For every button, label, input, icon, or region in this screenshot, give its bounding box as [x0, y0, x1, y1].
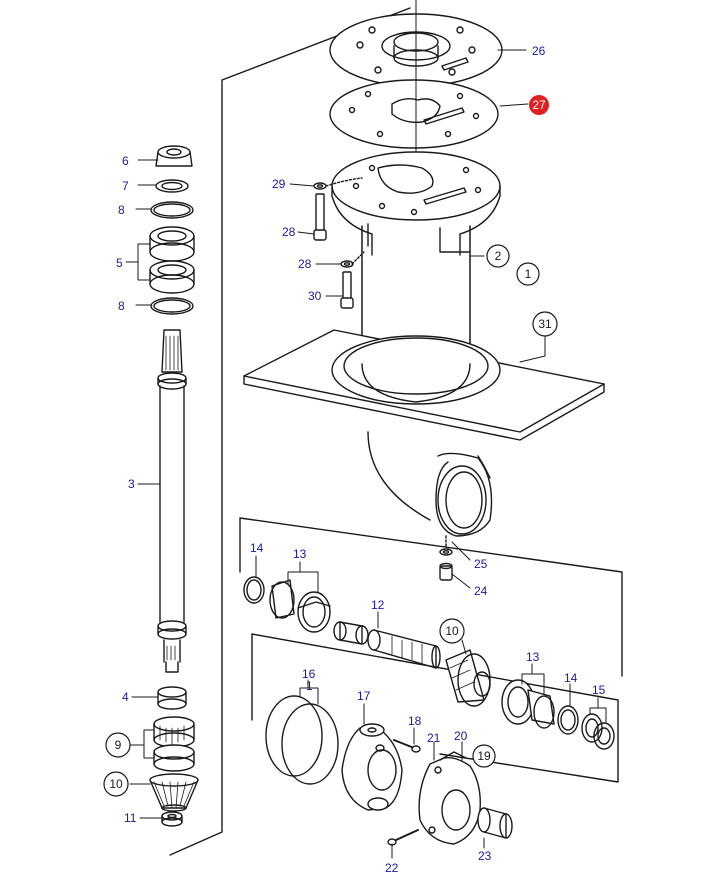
- callout-circle-19: [472, 744, 496, 768]
- nut-6: [155, 145, 193, 167]
- part-label-5: 5: [116, 256, 123, 270]
- bearing-5-lower: [149, 260, 195, 294]
- part-label-22: 22: [385, 861, 399, 874]
- lower-housing-elbow: [367, 431, 493, 537]
- callout-circle-10-left: [103, 771, 129, 797]
- part-label-15: 15: [592, 683, 606, 697]
- o-ring-8-upper: [150, 201, 194, 219]
- lower-frame-upper: [239, 517, 623, 677]
- part-label-16: 16: [302, 667, 316, 681]
- part-label-6: 6: [122, 154, 129, 168]
- bevel-gear-10-left: [149, 773, 199, 812]
- o-ring-14-left: [243, 576, 265, 604]
- callout-circle-2: [486, 244, 510, 268]
- part-label-23: 23: [478, 849, 492, 863]
- part-label-19: 19: [477, 749, 491, 763]
- o-ring-16: [265, 695, 339, 785]
- part-label-2: 2: [495, 249, 502, 263]
- part-label-1-lower: 1: [306, 679, 313, 693]
- part-label-30: 30: [308, 289, 322, 303]
- part-label-14-left: 14: [250, 541, 264, 555]
- bearing-5-upper: [149, 226, 195, 262]
- part-label-8-upper: 8: [118, 203, 125, 217]
- o-ring-14-right: [557, 705, 579, 735]
- part-label-25: 25: [474, 557, 488, 571]
- washer-7: [155, 179, 189, 193]
- shaft-12: [333, 621, 441, 669]
- part-label-27: 27: [532, 98, 546, 112]
- part-label-31: 31: [538, 317, 552, 331]
- part-label-13-right: 13: [526, 650, 540, 664]
- part-label-28-lower: 28: [298, 257, 312, 271]
- callout-circle-27-highlight: [529, 95, 549, 115]
- part-label-1: 1: [525, 267, 532, 281]
- bushing-23: [477, 807, 513, 839]
- part-label-17: 17: [357, 689, 371, 703]
- part-label-26: 26: [532, 44, 546, 58]
- shim-15: [581, 713, 615, 750]
- part-label-29: 29: [272, 177, 286, 191]
- screw-22: [387, 829, 419, 846]
- bearing-housing-17: [341, 723, 403, 811]
- nut-11: [161, 811, 183, 827]
- callout-circle-10-right: [439, 618, 465, 644]
- bearing-9-lower: [153, 744, 195, 772]
- screw-18: [393, 739, 421, 753]
- part-label-7: 7: [122, 179, 129, 193]
- bearing-13-left: [269, 579, 331, 633]
- part-label-21: 21: [427, 731, 441, 745]
- callout-circle-31: [532, 311, 558, 337]
- part-label-8-lower: 8: [118, 299, 125, 313]
- bevel-gear-10-right: [445, 649, 491, 707]
- washer-25: [439, 535, 453, 556]
- base-plate-31: [243, 329, 605, 441]
- part-label-14-right: 14: [564, 671, 578, 685]
- part-label-9: 9: [115, 738, 122, 752]
- bolt-24: [439, 562, 453, 581]
- washer-28-lower: [340, 251, 365, 268]
- leader-lines: [125, 49, 607, 859]
- bearing-13-right: [501, 679, 555, 729]
- gasket-27: [329, 79, 499, 149]
- part-label-10-right: 10: [445, 624, 459, 638]
- o-ring-8-lower: [150, 297, 194, 315]
- bolt-28-upper: [313, 193, 327, 241]
- part-label-18: 18: [408, 714, 422, 728]
- callout-circle-9: [105, 732, 131, 758]
- vertical-shaft-3: [157, 329, 187, 673]
- bearing-9-upper: [153, 716, 195, 748]
- bearing-race-4: [157, 686, 187, 710]
- part-label-20: 20: [454, 729, 468, 743]
- part-label-13-left: 13: [293, 547, 307, 561]
- part-label-24: 24: [474, 584, 488, 598]
- callout-circle-1: [516, 262, 540, 286]
- part-label-10-left: 10: [109, 777, 123, 791]
- part-label-4: 4: [122, 690, 129, 704]
- cover-21-20: [418, 751, 481, 845]
- part-label-3: 3: [128, 477, 135, 491]
- part-label-11: 11: [124, 811, 137, 825]
- bolt-30: [340, 271, 354, 309]
- part-label-28-upper: 28: [282, 225, 296, 239]
- part-label-12: 12: [371, 598, 385, 612]
